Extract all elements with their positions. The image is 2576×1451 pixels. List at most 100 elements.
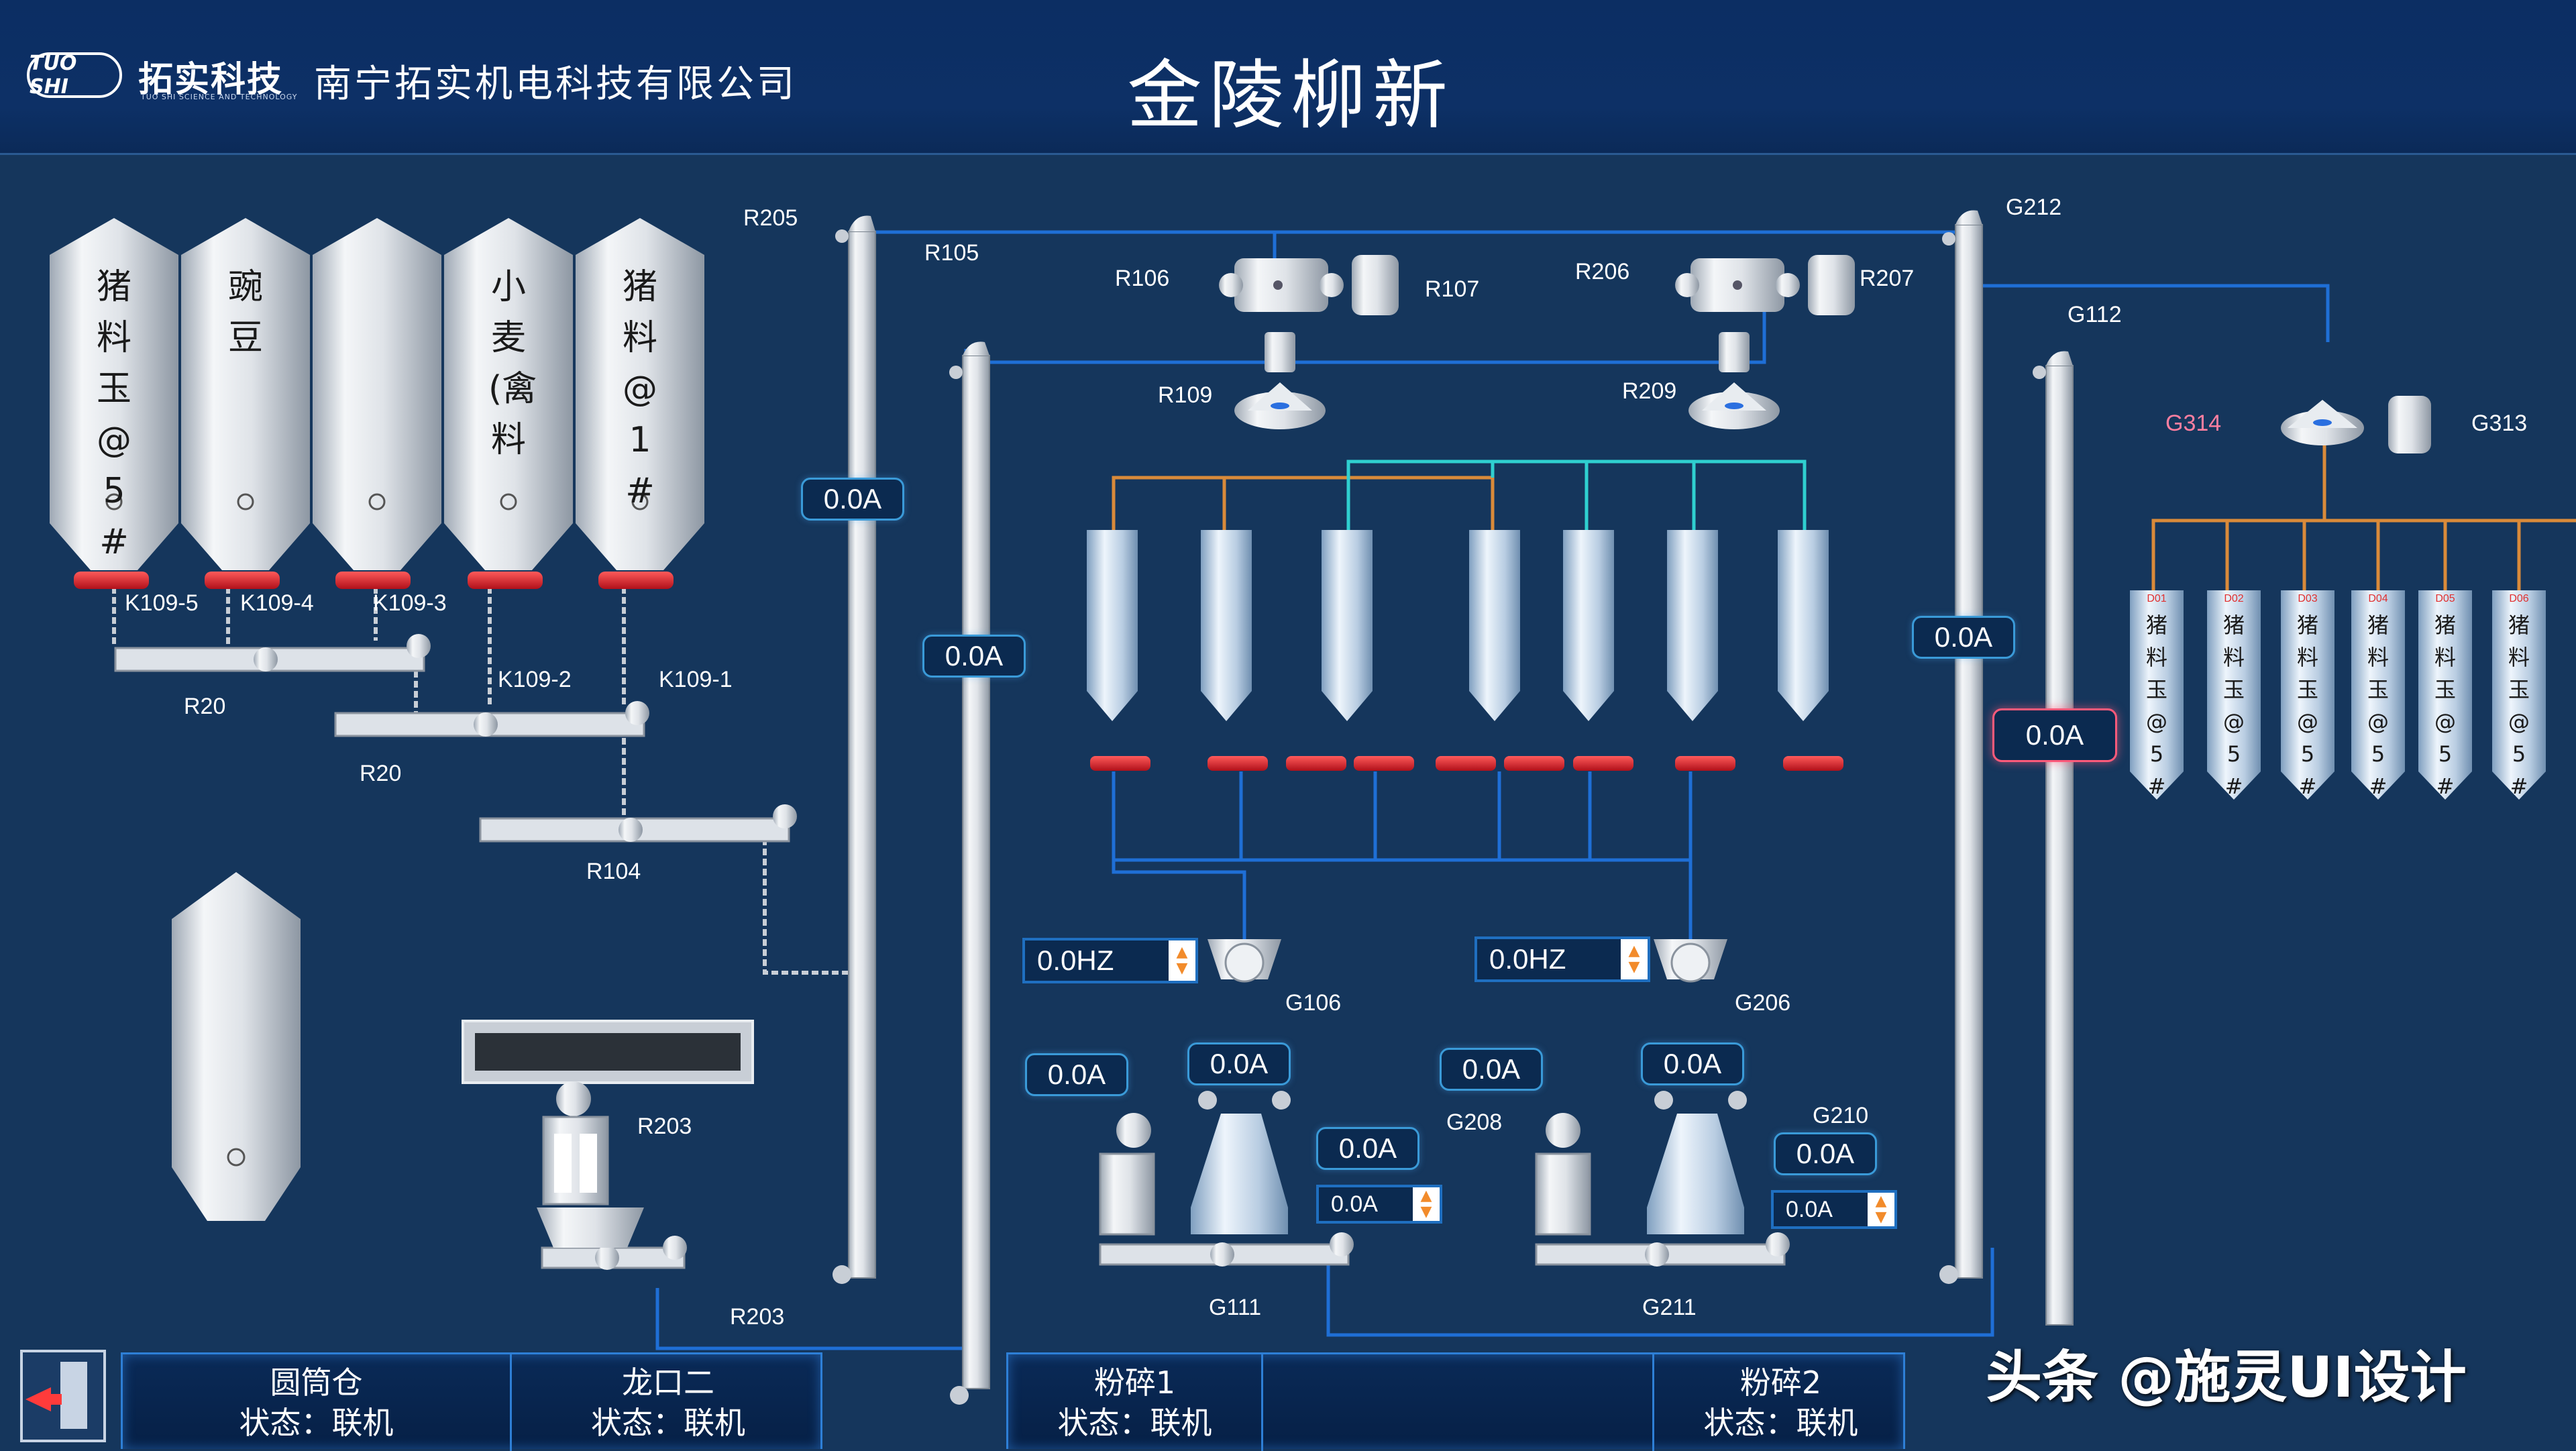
g206-frequency-value[interactable]: 0.0HZ [1477,939,1621,979]
g112-current-readout[interactable]: 0.0A [1992,708,2117,762]
finished-bin-2-code: D02 [2224,593,2244,604]
blue-pipelines [655,228,2330,1382]
mill1-setpoint-input[interactable]: 0.0A ▲▼ [1316,1185,1442,1224]
finished-bin-4-label: 猪料玉@5# [2367,612,2389,799]
tag-g314: G314 [2165,411,2222,436]
status-panel-right: 粉碎1 状态：联机 粉碎2 状态：联机 [1006,1352,1907,1451]
g206-spinner-icon[interactable]: ▲▼ [1621,939,1648,979]
status-dragon2[interactable]: 龙口二 状态：联机 [514,1354,822,1451]
bucket-elevators[interactable] [833,210,2074,1405]
exit-button[interactable] [20,1350,106,1442]
tag-g211: G211 [1642,1295,1697,1320]
tag-k109-2: K109-2 [498,667,572,692]
finished-bin-6-label: 猪料玉@5# [2508,612,2530,799]
finished-bin-3-code: D03 [2298,593,2318,604]
mill-feeders[interactable] [1208,939,1727,983]
g212-current-readout[interactable]: 0.0A [1912,616,2015,659]
tag-g210: G210 [1813,1103,1869,1128]
cleaning-equipment[interactable] [1219,255,2431,453]
finished-bin-4-code: D04 [2368,593,2388,604]
mill1-setpoint-value[interactable]: 0.0A [1319,1187,1413,1221]
r105-current-readout[interactable]: 0.0A [922,635,1026,678]
screw-conveyors[interactable] [114,634,1790,1270]
status-mill1[interactable]: 粉碎1 状态：联机 [1008,1354,1263,1451]
mill2-main-current-readout[interactable]: 0.0A [1641,1042,1744,1085]
mill1-setpoint-spinner-icon[interactable]: ▲▼ [1413,1187,1440,1221]
tag-r203-a: R203 [637,1114,692,1139]
finished-bin-5-label: 猪料玉@5# [2434,612,2456,799]
finished-bin-6-code: D06 [2509,593,2529,604]
status-mill2[interactable]: 粉碎2 状态：联机 [1652,1354,1907,1451]
silo-5[interactable] [576,218,704,570]
g106-frequency-input[interactable]: 0.0HZ ▲▼ [1022,938,1198,983]
mill1-aux-current-readout[interactable]: 0.0A [1316,1127,1419,1170]
header-bar: TUO SHI 拓实科技 TUO SHI SCIENCE AND TECHNOL… [0,0,2576,155]
mill2-setpoint-spinner-icon[interactable]: ▲▼ [1868,1193,1894,1226]
raw-material-silos [50,218,704,570]
status-mill2-name: 粉碎2 [1739,1364,1822,1401]
status-mill1-state: 状态：联机 [1057,1405,1212,1441]
cyan-pipes-right [1346,460,1807,533]
status-dragon2-name: 龙口二 [622,1364,714,1401]
company-logo-text: 拓实科技 [138,60,284,100]
tag-r105: R105 [924,240,979,266]
g106-spinner-icon[interactable]: ▲▼ [1169,941,1195,981]
silo-1[interactable] [50,218,178,570]
silo-3[interactable] [313,218,441,570]
finished-bin-3-label: 猪料玉@5# [2296,612,2318,799]
tag-g112: G112 [2068,302,2122,327]
tag-k109-3: K109-3 [373,590,447,616]
mill2-setpoint-value[interactable]: 0.0A [1774,1193,1868,1226]
tag-g313: G313 [2471,411,2528,436]
r203-intake[interactable] [462,1020,754,1248]
hammer-mills[interactable] [1099,1091,1747,1236]
company-logo-subtext: TUO SHI SCIENCE AND TECHNOLOGY [141,93,298,101]
tag-g111: G111 [1209,1295,1262,1320]
mill1-main-current-readout[interactable]: 0.0A [1187,1042,1291,1085]
finished-bin-1-label: 猪料玉@5# [2145,612,2167,799]
tag-r106: R106 [1115,266,1170,291]
tag-k109-5: K109-5 [125,590,199,616]
cylinder-silo[interactable] [172,872,301,1221]
silo-5-label: 猪料@1# [622,267,657,511]
silo-4[interactable] [444,218,573,570]
silo-4-label: 小麦(禽料 [488,267,537,460]
mill2-fan-current-readout[interactable]: 0.0A [1440,1048,1543,1091]
tag-r206: R206 [1575,259,1630,284]
tag-g212: G212 [2006,195,2062,220]
status-silo-name: 圆筒仓 [270,1364,363,1401]
bin-outlet-valves[interactable] [1090,756,1843,771]
finished-bins[interactable] [2130,590,2546,800]
status-dragon2-state: 状态：联机 [591,1405,745,1441]
status-mill1-name: 粉碎1 [1093,1364,1176,1401]
page-title: 金陵柳新 [1127,52,1454,140]
tag-r109: R109 [1158,382,1213,408]
watermark: 头条 @施灵UI设计 [1986,1344,2467,1410]
tag-r207: R207 [1860,266,1915,291]
g106-frequency-value[interactable]: 0.0HZ [1025,941,1169,981]
status-silo[interactable]: 圆筒仓 状态：联机 [123,1354,512,1451]
tag-r209: R209 [1622,378,1677,404]
r205-current-readout[interactable]: 0.0A [801,478,904,521]
batching-bins[interactable] [1087,530,1829,721]
mill1-fan-current-readout[interactable]: 0.0A [1025,1053,1128,1096]
silo-2[interactable] [181,218,310,570]
exit-door-icon [25,1362,87,1429]
tag-k109-4: K109-4 [240,590,314,616]
finished-bin-2-label: 猪料玉@5# [2222,612,2245,799]
silo-1-label: 猪料玉@5# [96,267,131,562]
status-mill2-state: 状态：联机 [1703,1405,1858,1441]
mill2-setpoint-input[interactable]: 0.0A ▲▼ [1771,1190,1897,1229]
tag-r104: R104 [586,859,641,884]
tag-r20-b: R20 [360,761,402,786]
company-name: 南宁拓实机电科技有限公司 [314,62,797,106]
g206-frequency-input[interactable]: 0.0HZ ▲▼ [1474,936,1650,982]
tag-k109-1: K109-1 [659,667,733,692]
tag-r20-a: R20 [184,694,226,719]
finished-bin-1-code: D01 [2147,593,2167,604]
silo-outlet-valves[interactable] [74,572,674,589]
tag-g106: G106 [1285,990,1342,1016]
silo-2-label: 豌豆 [227,267,263,358]
g210-current-readout[interactable]: 0.0A [1774,1132,1877,1175]
